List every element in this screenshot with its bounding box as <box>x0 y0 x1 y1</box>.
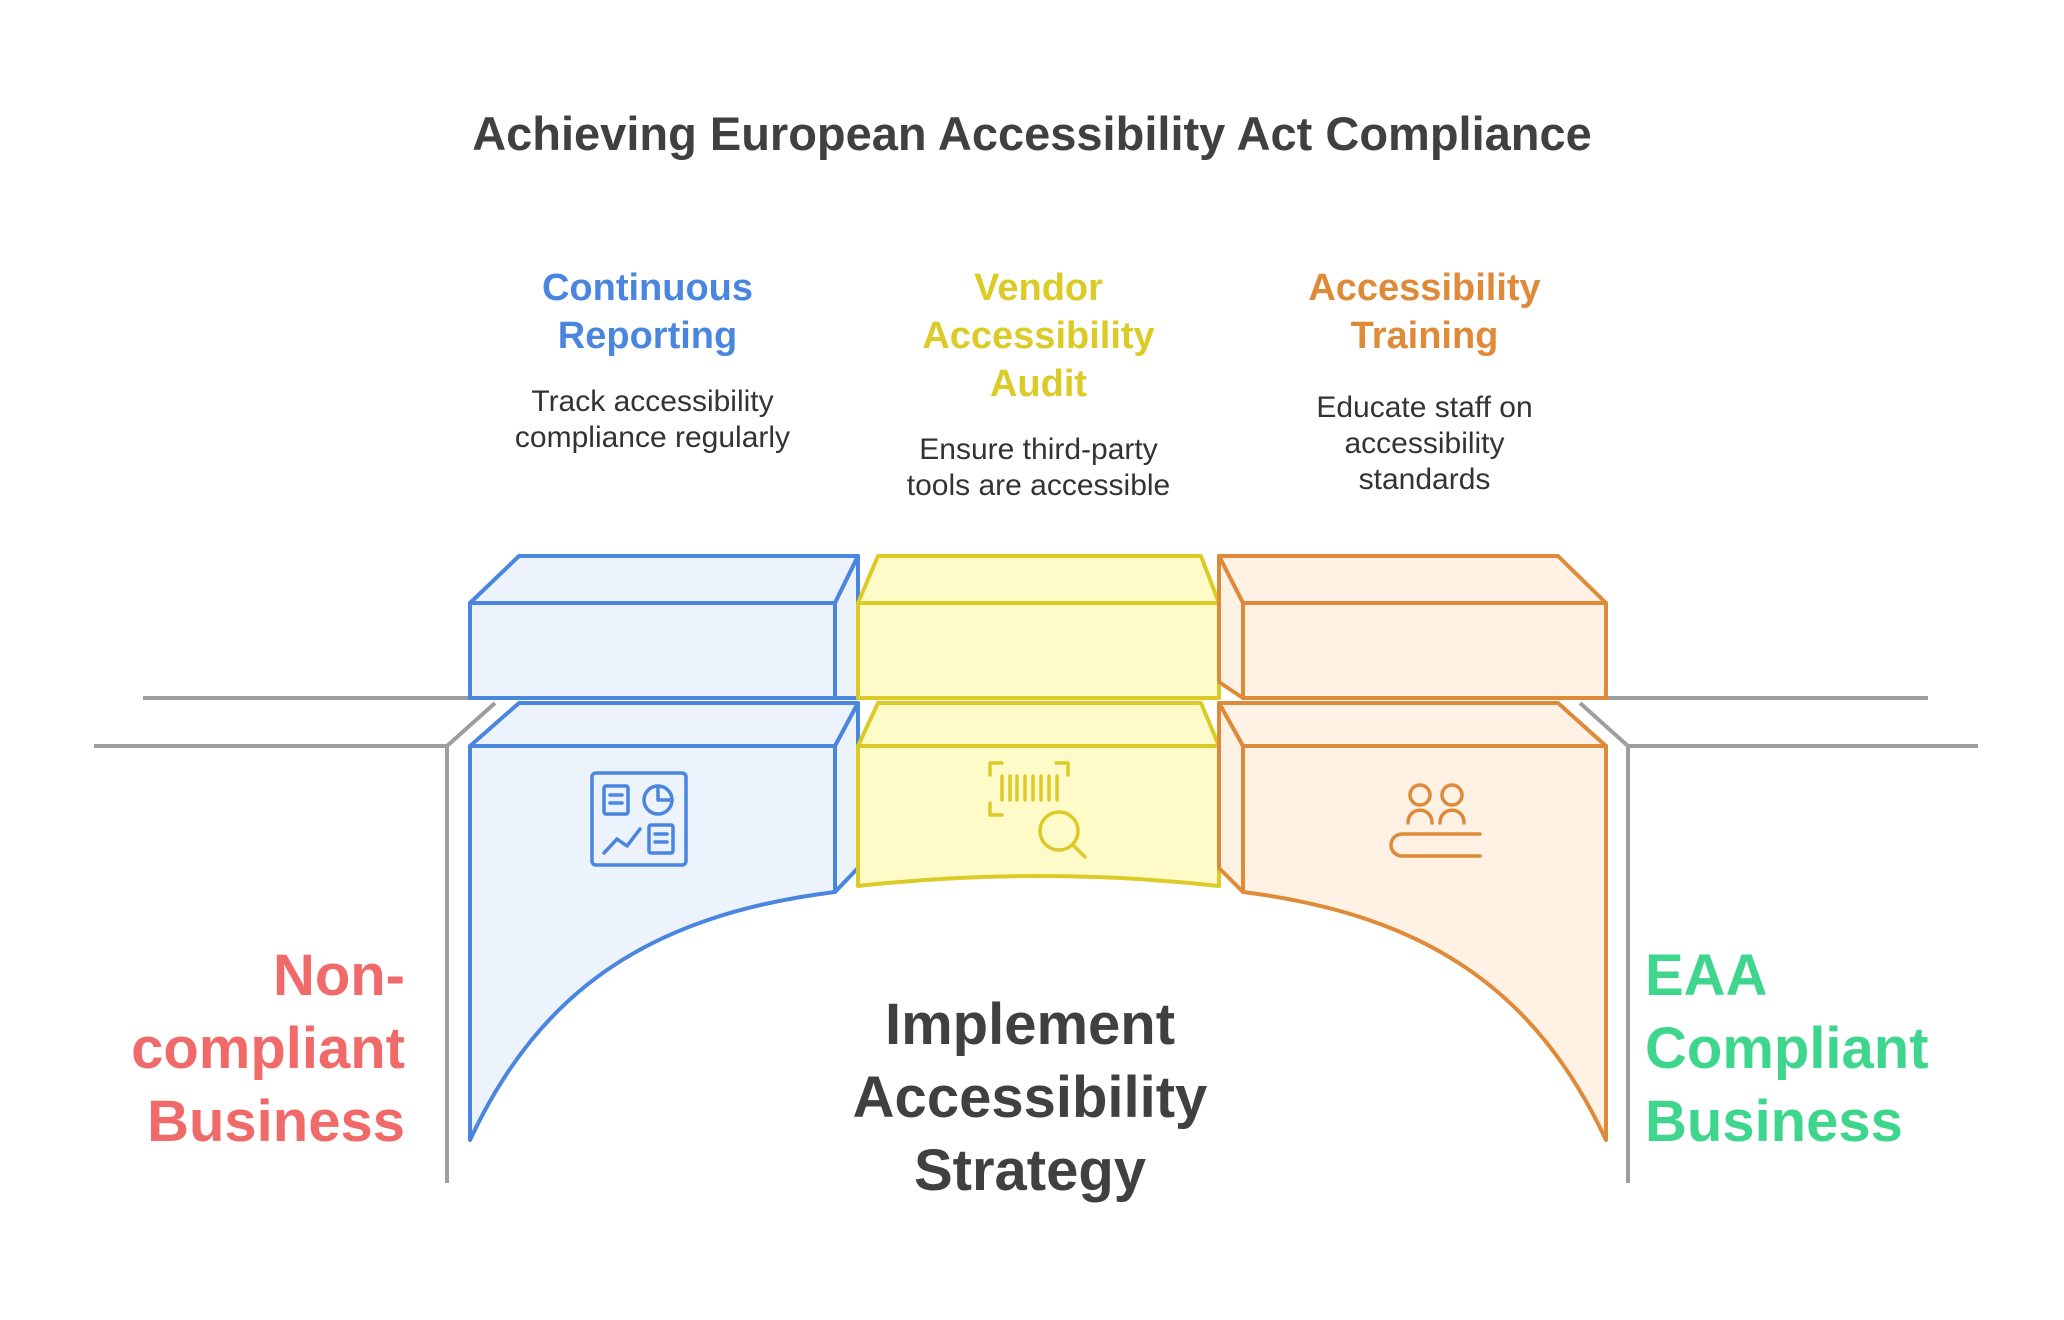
pillar-vendor-accessibility-audit <box>856 554 1221 888</box>
pillar-title-vendor-accessibility-audit: Vendor Accessibility Audit <box>922 267 1155 405</box>
pillar-description-vendor-accessibility-audit: Ensure third-party tools are accessible <box>906 433 1171 502</box>
barcode-search-icon <box>988 761 1087 859</box>
end-label: EAA Compliant Business <box>1645 943 1929 1154</box>
pillar-description-accessibility-training: Educate staff on accessibility standards <box>1316 391 1533 496</box>
training-icon <box>1389 783 1482 858</box>
dashboard-icon <box>590 771 688 867</box>
pillar-title-accessibility-training: Accessibility Training <box>1308 267 1541 357</box>
center-label: Implement Accessibility Strategy <box>852 992 1208 1203</box>
ground-lines <box>94 696 1978 1183</box>
start-label: Non- compliant Business <box>131 943 405 1154</box>
pillar-title-continuous-reporting: Continuous Reporting <box>541 267 754 357</box>
diagram-title: Achieving European Accessibility Act Com… <box>472 107 1592 160</box>
pillar-accessibility-training <box>1217 554 1608 1142</box>
pillar-description-continuous-reporting: Track accessibility compliance regularly <box>514 385 791 454</box>
pillar-continuous-reporting <box>468 554 860 1142</box>
